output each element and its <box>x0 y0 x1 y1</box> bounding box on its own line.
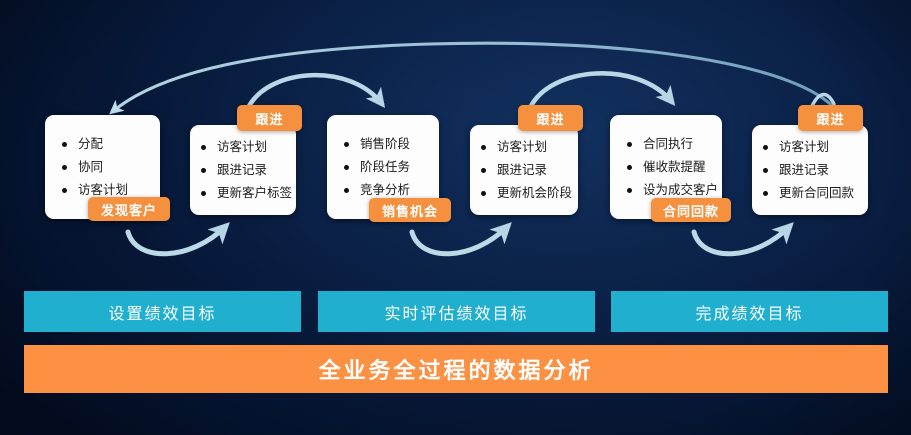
hop-arrow-1 <box>245 72 386 111</box>
card-bullet-list: 访客计划 跟进记录 更新机会阶段 <box>470 136 578 205</box>
bullet-item: 更新机会阶段 <box>480 182 578 205</box>
card-bullet-list: 访客计划 跟进记录 更新客户标签 <box>190 136 296 205</box>
card-follow-up-customer[interactable]: 访客计划 跟进记录 更新客户标签 <box>190 125 296 215</box>
bullet-item: 更新客户标签 <box>200 182 296 205</box>
analysis-banner: 全业务全过程的数据分析 <box>24 345 888 393</box>
bullet-item: 合同执行 <box>626 133 722 156</box>
rise-arrow-3 <box>691 222 794 257</box>
hop-arrow-3 <box>810 92 836 108</box>
bullet-item: 阶段任务 <box>343 156 439 179</box>
bullet-item: 竞争分析 <box>343 179 439 202</box>
rise-arrow-1 <box>125 222 230 257</box>
bullet-item: 访客计划 <box>61 179 160 202</box>
bullet-item: 跟进记录 <box>762 159 868 182</box>
card-bullet-list: 销售阶段 阶段任务 竞争分析 <box>327 133 439 202</box>
bullet-item: 分配 <box>61 133 160 156</box>
badge-follow-up-opportunity[interactable]: 跟进 <box>518 105 583 131</box>
card-bullet-list: 访客计划 跟进记录 更新合同回款 <box>752 136 868 205</box>
bullet-item: 访客计划 <box>480 136 578 159</box>
badge-follow-up-contract[interactable]: 跟进 <box>798 105 863 131</box>
card-bullet-list: 合同执行 催收款提醒 设为成交客户 <box>610 133 722 202</box>
badge-contract-payment[interactable]: 合同回款 <box>651 198 731 222</box>
bullet-item: 访客计划 <box>200 136 296 159</box>
bullet-item: 销售阶段 <box>343 133 439 156</box>
goal-bar-evaluate-goal[interactable]: 实时评估绩效目标 <box>318 291 595 332</box>
bullet-item: 协同 <box>61 156 160 179</box>
bullet-item: 访客计划 <box>762 136 868 159</box>
bullet-item: 跟进记录 <box>480 159 578 182</box>
card-follow-up-contract[interactable]: 访客计划 跟进记录 更新合同回款 <box>752 125 868 215</box>
badge-follow-up-customer[interactable]: 跟进 <box>237 105 302 131</box>
card-bullet-list: 分配 协同 访客计划 <box>45 133 160 202</box>
bullet-item: 更新合同回款 <box>762 182 868 205</box>
rise-arrow-2 <box>409 222 512 257</box>
badge-discover-customer[interactable]: 发现客户 <box>88 197 170 221</box>
card-follow-up-opportunity[interactable]: 访客计划 跟进记录 更新机会阶段 <box>470 125 578 215</box>
goal-bar-complete-goal[interactable]: 完成绩效目标 <box>611 291 888 332</box>
bullet-item: 跟进记录 <box>200 159 296 182</box>
bullet-item: 催收款提醒 <box>626 156 722 179</box>
hop-arrow-2 <box>527 71 676 111</box>
return-arrow <box>109 41 838 115</box>
badge-sales-opportunity[interactable]: 销售机会 <box>369 198 451 222</box>
bullet-item: 设为成交客户 <box>626 179 722 202</box>
goal-bar-set-goal[interactable]: 设置绩效目标 <box>24 291 301 332</box>
